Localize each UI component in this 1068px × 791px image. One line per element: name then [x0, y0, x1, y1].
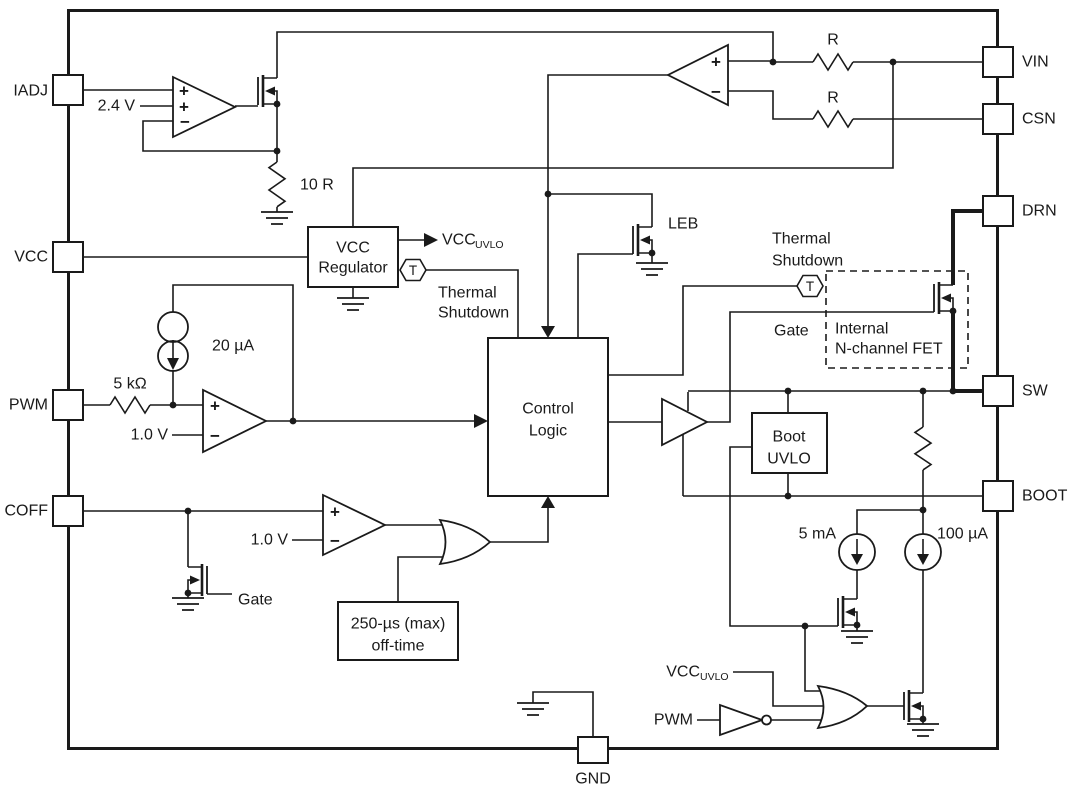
vcc-regulator-block: VCC Regulator	[307, 226, 399, 288]
pin-gnd	[577, 736, 609, 764]
current-source-100ua	[904, 533, 942, 571]
sw-pulldown-mosfet	[902, 688, 928, 724]
plus-sign: +	[179, 82, 189, 101]
pin-drn	[982, 195, 1014, 227]
value-5ma: 5 mA	[799, 526, 837, 543]
t-tag-label: T	[806, 279, 814, 294]
vcc-uvlo-output-label: VCC UVLO	[442, 232, 504, 252]
pin-label-vcc: VCC	[14, 249, 48, 266]
vcc-uvlo-sub: UVLO	[475, 239, 504, 251]
pin-label-coff: COFF	[4, 503, 48, 520]
boot-uvlo-label: Boot	[773, 429, 806, 446]
internal-fet-label: Internal	[835, 321, 888, 338]
t-tag-label: T	[409, 263, 417, 278]
pin-label-vin: VIN	[1022, 54, 1049, 71]
value-2v4: 2.4 V	[98, 98, 136, 115]
thermal-shutdown-label: Shutdown	[438, 305, 509, 322]
pin-label-iadj: IADJ	[13, 83, 48, 100]
signal-arrows	[424, 233, 555, 508]
thermal-shutdown-label: Shutdown	[772, 253, 843, 270]
value-r-csn: R	[827, 90, 839, 107]
current-source-20ua	[157, 311, 189, 372]
vcc-uvlo-base: VCC	[666, 664, 700, 681]
pin-label-sw: SW	[1022, 383, 1049, 400]
minus-sign: −	[210, 427, 220, 446]
control-logic-block: Control Logic	[487, 337, 609, 497]
boot-uvlo-block: Boot UVLO	[751, 412, 828, 474]
gate-label-coff: Gate	[238, 592, 273, 609]
vcc-regulator-label: Regulator	[318, 260, 388, 277]
thermal-tag-regulator: T	[399, 258, 427, 282]
resistor-10r	[267, 161, 287, 208]
value-20ua: 20 µA	[212, 338, 254, 355]
pin-pwm	[52, 389, 84, 421]
leb-label: LEB	[668, 216, 698, 233]
plus-sign: +	[330, 503, 340, 522]
internal-fet-label: N-channel FET	[835, 341, 943, 358]
thermal-shutdown-label: Thermal	[772, 231, 831, 248]
pin-label-drn: DRN	[1022, 203, 1057, 220]
pin-label-gnd: GND	[575, 771, 611, 788]
pin-sw	[982, 375, 1014, 407]
iadj-error-amplifier: + + −	[172, 75, 238, 139]
leb-mosfet	[631, 222, 657, 258]
vcc-uvlo-base: VCC	[442, 232, 476, 249]
thermal-tag-fet: T	[796, 274, 824, 298]
boot-uvlo-label: UVLO	[767, 451, 811, 468]
minus-sign: −	[180, 113, 190, 132]
pin-vcc	[52, 241, 84, 273]
gate-driver-buffer	[661, 397, 709, 447]
pin-label-pwm: PWM	[9, 397, 48, 414]
junction-dots	[169, 58, 957, 630]
coff-comparator: + −	[322, 493, 388, 557]
plus-sign: +	[210, 397, 220, 416]
internal-power-fet	[932, 280, 958, 316]
resistor-r-csn	[812, 109, 854, 129]
pwm-comparator: + −	[202, 388, 269, 454]
or-gate-pulldown	[816, 684, 869, 730]
iadj-mosfet	[256, 73, 282, 109]
gate-label-fet: Gate	[774, 323, 809, 340]
pin-coff	[52, 495, 84, 527]
current-sense-amplifier: + −	[665, 43, 729, 107]
offtime-label: 250-µs (max)	[351, 616, 446, 633]
offtime-block: 250-µs (max) off-time	[337, 601, 459, 661]
pin-label-csn: CSN	[1022, 111, 1056, 128]
offtime-label: off-time	[371, 638, 424, 655]
pwm-inverter	[719, 703, 772, 737]
pin-vin	[982, 46, 1014, 78]
minus-sign: −	[330, 532, 340, 551]
pin-iadj	[52, 74, 84, 106]
vcc-regulator-label: VCC	[336, 240, 370, 257]
value-5k: 5 kΩ	[113, 376, 146, 393]
value-1v-pwm: 1.0 V	[131, 427, 169, 444]
value-10r: 10 R	[300, 177, 334, 194]
vcc-uvlo-input-label: VCC UVLO	[666, 664, 728, 684]
control-logic-label: Logic	[529, 423, 567, 440]
resistor-5k	[109, 395, 151, 415]
value-100ua: 100 µA	[937, 526, 988, 543]
resistor-r-vin	[812, 52, 854, 72]
pwm-inverter-input-label: PWM	[654, 712, 693, 729]
wires	[83, 31, 983, 737]
control-logic-label: Control	[522, 401, 574, 418]
pin-boot	[982, 480, 1014, 512]
plus-sign: +	[179, 98, 189, 117]
vcc-uvlo-sub: UVLO	[700, 671, 729, 683]
value-r-vin: R	[827, 32, 839, 49]
value-1v-coff: 1.0 V	[251, 532, 289, 549]
pin-label-boot: BOOT	[1022, 488, 1068, 505]
current-source-5ma	[838, 533, 876, 571]
thermal-shutdown-label: Thermal	[438, 285, 497, 302]
coff-discharge-mosfet	[183, 562, 209, 598]
boot-pulldown-mosfet	[836, 594, 862, 630]
or-gate-offtime	[438, 518, 492, 566]
plus-sign: +	[711, 53, 721, 72]
resistor-sw-boot	[913, 426, 933, 471]
minus-sign: −	[711, 83, 721, 102]
pin-csn	[982, 103, 1014, 135]
